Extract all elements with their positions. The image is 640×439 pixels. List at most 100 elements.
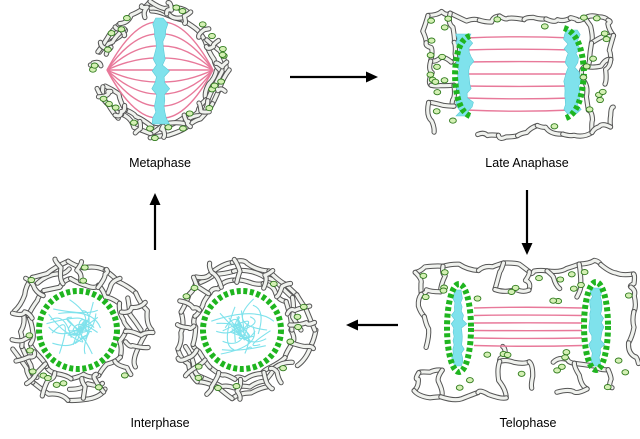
anaphase-er-tubule	[588, 43, 591, 67]
telophase-er-tubule	[421, 290, 440, 295]
ribosome	[53, 382, 60, 387]
anaphase-er-tubule	[431, 85, 454, 86]
ribosome	[106, 101, 113, 106]
telophase-er-tubule	[443, 264, 479, 270]
ribosome	[108, 31, 115, 36]
ribosome	[215, 385, 222, 390]
ribosome	[604, 385, 611, 390]
ribosome	[165, 125, 172, 130]
ribosome	[420, 273, 427, 278]
anaphase-spindle-fiber	[465, 98, 572, 99]
interphase-cell-left-er-tubule	[115, 361, 131, 374]
ribosome	[173, 5, 180, 10]
ribosome	[557, 277, 564, 282]
ribosome	[220, 46, 227, 51]
ribosome	[583, 64, 590, 69]
ribosome	[124, 16, 131, 21]
anaphase-er-tubule	[452, 85, 454, 106]
arrow-telophase-to-interphase	[346, 320, 398, 331]
anaphase-er-tubule	[498, 135, 517, 138]
telophase-er-tubule	[631, 287, 635, 312]
ribosome	[300, 304, 307, 309]
ribosome	[427, 53, 434, 58]
ribosome	[295, 324, 302, 329]
telophase-er-tubule	[438, 370, 442, 397]
ribosome	[191, 285, 198, 290]
ribosome	[563, 350, 570, 355]
telophase-er-tubule	[629, 312, 634, 343]
interphase-cell-left-er-tubule	[121, 302, 145, 312]
ribosome	[152, 135, 159, 140]
ribosome	[551, 124, 558, 129]
ribosome	[287, 339, 294, 344]
telophase-er-tubule	[415, 266, 443, 272]
ribosome	[541, 24, 548, 29]
ribosome	[625, 293, 632, 298]
ribosome	[434, 90, 441, 95]
telophase-er-tubule	[498, 361, 506, 398]
ribosome	[601, 31, 608, 36]
ribosome	[206, 106, 213, 111]
anaphase-er-tubule	[500, 16, 525, 20]
ribosome	[427, 72, 434, 77]
ribosome	[622, 370, 629, 375]
ribosome	[590, 56, 597, 61]
metaphase-er-tubule	[162, 126, 165, 137]
ribosome	[183, 294, 190, 299]
ribosome	[440, 288, 447, 293]
anaphase-er-tubule	[428, 12, 450, 16]
telophase-label: Telophase	[500, 416, 557, 430]
ribosome	[195, 375, 202, 380]
interphase-cell-left-er-tubule	[98, 270, 107, 288]
metaphase-er-tubule	[141, 6, 147, 18]
telophase-er-tubule	[414, 373, 419, 391]
ribosome	[450, 118, 457, 123]
ribosome	[219, 52, 226, 57]
interphase-label: Interphase	[130, 416, 189, 430]
anaphase-er-tubule	[450, 13, 479, 21]
ribosome	[586, 107, 593, 112]
ribosome	[270, 281, 277, 286]
interphase-cell-right-er-tubule	[210, 367, 235, 379]
anaphase-er-tubule	[537, 126, 563, 135]
telophase-chromosomes-left	[451, 290, 467, 366]
ribosome	[445, 16, 452, 21]
anaphase-er-tubule	[423, 16, 428, 43]
ribosome	[568, 272, 575, 277]
ribosome	[603, 37, 610, 42]
anaphase-er-tubule	[563, 133, 592, 137]
ribosome	[494, 17, 501, 22]
ribosome	[118, 27, 125, 32]
ribosome	[95, 385, 102, 390]
anaphase-er-tubule	[478, 133, 499, 135]
ribosome	[441, 270, 448, 275]
interphase-cell-right-chromatin	[211, 299, 274, 354]
ribosome	[218, 79, 225, 84]
arrow-interphase-to-metaphase	[150, 193, 161, 250]
interphase-cell-left-er-tubule	[44, 279, 71, 291]
metaphase-er-tubule	[216, 62, 227, 67]
telophase-er-tubule	[500, 360, 530, 363]
ribosome	[432, 79, 439, 84]
ribosome	[180, 126, 187, 131]
telophase-er-tubule	[601, 265, 634, 275]
anaphase-spindle-fiber	[465, 49, 572, 50]
telophase-er-tubule	[529, 362, 533, 388]
interphase-cell-right-er-tubule	[178, 325, 194, 329]
telophase-er-tubule	[579, 260, 601, 264]
anaphase-er-tubule	[524, 17, 546, 19]
arrow-anaphase-to-telophase	[522, 190, 533, 255]
ribosome	[233, 384, 240, 389]
ribosome	[518, 371, 525, 376]
telophase-er-tubule	[478, 391, 506, 398]
telophase-er-tubule	[504, 263, 530, 272]
interphase-cell-left-er-tubule	[126, 342, 149, 348]
anaphase-er-tubule	[428, 103, 434, 133]
interphase-cell-right-er-tubule	[178, 312, 183, 349]
ribosome	[581, 15, 588, 20]
ribosome	[100, 96, 107, 101]
ribosome	[186, 111, 193, 116]
telophase-spindle-fiber	[474, 307, 582, 308]
ribosome	[121, 373, 128, 378]
metaphase-label: Metaphase	[129, 156, 191, 170]
